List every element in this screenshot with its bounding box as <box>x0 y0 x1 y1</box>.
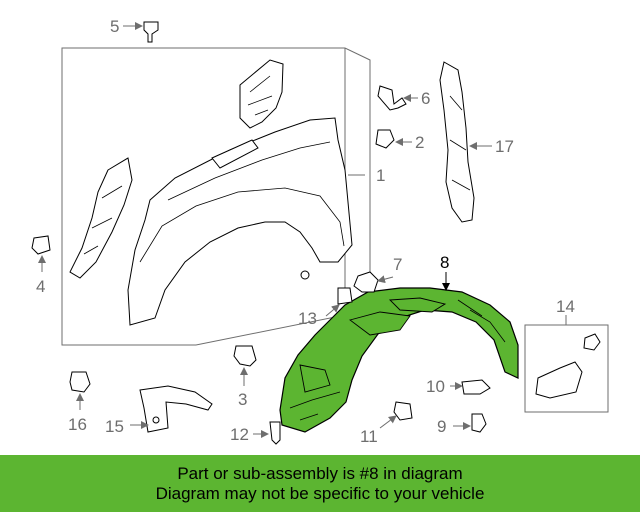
wheelhouse-liner-8[interactable] <box>279 287 519 433</box>
callout-12[interactable]: 12 <box>230 425 249 444</box>
callout-4[interactable]: 4 <box>36 277 45 296</box>
callout-15[interactable]: 15 <box>105 417 124 436</box>
callout-8[interactable]: 8 <box>440 253 449 272</box>
callout-6[interactable]: 6 <box>421 89 430 108</box>
callout-3[interactable]: 3 <box>238 390 247 409</box>
banner-line-1: Part or sub-assembly is #8 in diagram <box>177 463 463 483</box>
callout-9[interactable]: 9 <box>437 417 446 436</box>
callout-17[interactable]: 17 <box>495 137 514 156</box>
fender-assembly <box>61 47 371 346</box>
callout-10[interactable]: 10 <box>426 377 445 396</box>
callout-2[interactable]: 2 <box>415 133 424 152</box>
callout-1[interactable]: 1 <box>376 166 385 185</box>
splash-panel-17 <box>439 61 475 223</box>
callout-13[interactable]: 13 <box>298 309 317 328</box>
bracket-15 <box>139 385 213 433</box>
callout-labels: 5 6 2 1 17 4 7 13 8 14 3 16 15 12 11 10 … <box>36 17 575 446</box>
bracket-14 <box>524 324 609 413</box>
callout-16[interactable]: 16 <box>68 415 87 434</box>
notice-banner: Part or sub-assembly is #8 in diagram Di… <box>0 455 640 512</box>
callout-leaders <box>38 22 567 438</box>
callout-14[interactable]: 14 <box>556 297 575 316</box>
callout-5[interactable]: 5 <box>110 17 119 36</box>
callout-7[interactable]: 7 <box>393 255 402 274</box>
parts-diagram: 5 6 2 1 17 4 7 13 8 14 3 16 15 12 11 10 … <box>31 17 609 446</box>
callout-11[interactable]: 11 <box>360 427 378 446</box>
fasteners <box>31 21 491 445</box>
banner-line-2: Diagram may not be specific to your vehi… <box>155 483 485 503</box>
